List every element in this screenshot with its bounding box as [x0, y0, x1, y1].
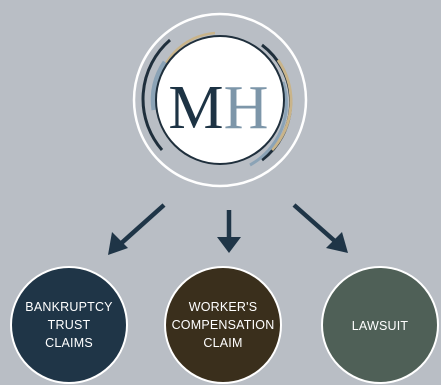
logo-outer-ring	[132, 12, 308, 188]
node-label-line: TRUST	[48, 318, 91, 332]
arrow-left	[108, 203, 166, 255]
node-label-line: WORKER'S	[189, 300, 258, 314]
node-circle	[321, 266, 439, 384]
arrows	[108, 203, 348, 255]
logo-arc-blue-right	[249, 81, 288, 167]
logo-letter-m: M	[168, 74, 223, 142]
node-lawsuit: LAWSUIT	[321, 266, 439, 384]
node-bankruptcy-trust-claims: BANKRUPTCY TRUST CLAIMS	[10, 266, 128, 384]
logo-arc-blue	[150, 60, 168, 111]
node-workers-compensation-claim: WORKER'S COMPENSATION CLAIM	[164, 266, 282, 384]
node-label-line: BANKRUPTCY	[25, 300, 113, 314]
arrow-center	[217, 210, 241, 253]
node-circle	[10, 266, 128, 384]
node-label-line: CLAIM	[203, 336, 242, 350]
node-label-line: LAWSUIT	[352, 319, 409, 333]
arrow-right	[292, 203, 348, 253]
logo-arc-gold-right	[270, 59, 293, 152]
node-circle	[164, 266, 282, 384]
logo-letter-h: H	[224, 74, 269, 142]
logo-arc-dark	[141, 38, 171, 151]
logo-badge: M H	[132, 12, 308, 188]
node-label-line: CLAIMS	[45, 336, 93, 350]
logo-inner-disc	[155, 35, 285, 165]
node-label-line: COMPENSATION	[172, 318, 275, 332]
